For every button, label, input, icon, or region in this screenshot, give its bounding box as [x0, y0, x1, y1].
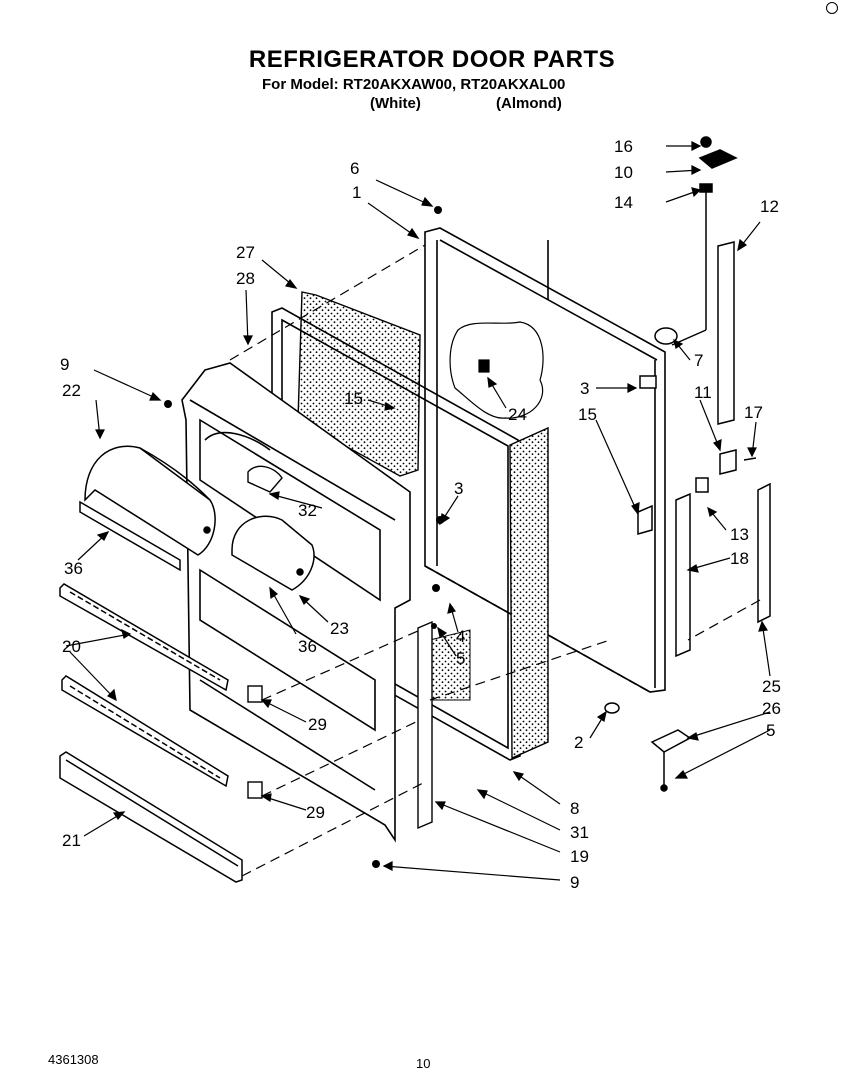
callout-36-center: 36 [298, 637, 317, 656]
callout-6: 6 [350, 159, 359, 178]
variant-almond: (Almond) [496, 95, 562, 112]
callout-5-left: 5 [456, 649, 465, 668]
callout-2: 2 [574, 733, 583, 752]
side-insulation [429, 426, 549, 760]
callout-29-top: 29 [308, 715, 327, 734]
callout-1: 1 [352, 183, 361, 202]
callout-18: 18 [730, 549, 749, 568]
callout-29-bottom: 29 [306, 803, 325, 822]
callout-15-left: 15 [344, 389, 363, 408]
corner-mark [826, 2, 838, 14]
model-numbers: For Model: RT20AKXAW00, RT20AKXAL00 [262, 76, 566, 93]
callout-19: 19 [570, 847, 589, 866]
leader-lines [65, 141, 771, 881]
callout-10: 10 [614, 163, 633, 182]
callout-4: 4 [456, 627, 465, 646]
callout-12: 12 [760, 197, 779, 216]
page-number: 10 [416, 1056, 431, 1071]
variant-white: (White) [370, 95, 421, 112]
bottom-trim [59, 751, 243, 883]
callout-24: 24 [508, 405, 527, 424]
callout-28: 28 [236, 269, 255, 288]
callout-numbers: 16 10 14 12 6 1 27 28 7 9 22 15 24 3 15 … [60, 137, 781, 892]
callout-8: 8 [570, 799, 579, 818]
callout-5-right: 5 [766, 721, 775, 740]
callout-25: 25 [762, 677, 781, 696]
inner-door-liner [181, 362, 411, 843]
callout-22: 22 [62, 381, 81, 400]
callout-36-left: 36 [64, 559, 83, 578]
callout-23: 23 [330, 619, 349, 638]
hidden-lines [229, 244, 761, 877]
shelf-22 [79, 445, 216, 572]
door-rails [59, 583, 229, 788]
callout-3-right: 3 [580, 379, 589, 398]
callout-16: 16 [614, 137, 633, 156]
document-number: 4361308 [48, 1052, 99, 1067]
callout-17: 17 [744, 403, 763, 422]
callout-27: 27 [236, 243, 255, 262]
callout-20: 20 [62, 637, 81, 656]
callout-11: 11 [694, 383, 712, 402]
page-title: REFRIGERATOR DOOR PARTS [248, 46, 616, 73]
callout-32: 32 [298, 501, 317, 520]
shelf-23 [231, 515, 315, 591]
screws [164, 206, 444, 868]
callout-15-right: 15 [578, 405, 597, 424]
clips [247, 685, 263, 799]
shelf-32 [247, 465, 283, 493]
callout-3-left: 3 [454, 479, 463, 498]
callout-26: 26 [762, 699, 781, 718]
callout-9-top: 9 [60, 355, 69, 374]
callout-21: 21 [62, 831, 81, 850]
door-trim-strip [417, 620, 433, 830]
callout-13: 13 [730, 525, 749, 544]
callout-7: 7 [694, 351, 703, 370]
callout-14: 14 [614, 193, 633, 212]
callout-31: 31 [570, 823, 589, 842]
callout-9-bottom: 9 [570, 873, 579, 892]
insulation-cutaway [449, 321, 544, 419]
